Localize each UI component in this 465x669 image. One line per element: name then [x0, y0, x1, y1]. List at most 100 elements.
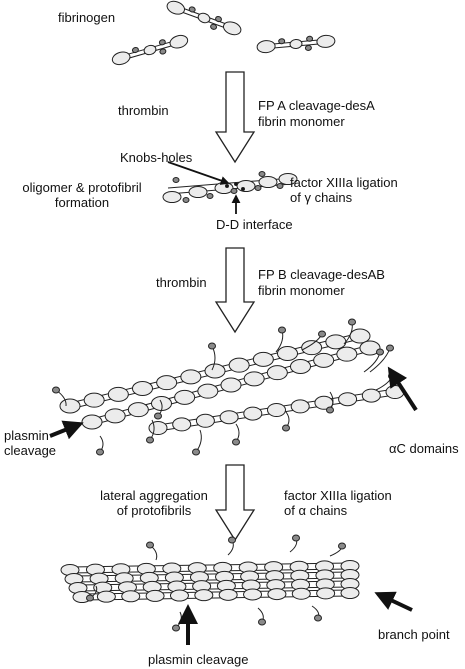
ac-domain	[131, 46, 139, 54]
nodule	[218, 588, 238, 601]
ac-domain	[86, 594, 94, 602]
label-thrombin-2: thrombin	[156, 275, 207, 290]
aggregated-fiber-bundle	[60, 534, 360, 632]
pointer-arrows	[49, 161, 418, 645]
nodule	[243, 406, 263, 421]
nodule	[195, 413, 215, 428]
ac-domain	[278, 326, 286, 334]
nodule	[188, 186, 208, 198]
nodule	[174, 389, 196, 405]
ac-domain	[314, 614, 322, 622]
ac-domain	[292, 534, 300, 542]
nodule	[361, 388, 381, 403]
label-fibrinogen: fibrinogen	[58, 10, 116, 25]
ac-domain	[208, 342, 216, 350]
nodule	[96, 590, 116, 603]
label-thrombin-1: thrombin	[118, 103, 169, 118]
label-oligomer-formation: oligomer & protofibril formation	[22, 180, 142, 210]
ac-domain	[232, 438, 240, 446]
nodule	[340, 587, 360, 599]
nodule	[132, 381, 153, 396]
label-branch-point: branch point	[378, 627, 450, 642]
ac-domain	[206, 193, 214, 199]
fibrinogen-molecule	[256, 34, 336, 54]
ac-domain	[228, 536, 236, 544]
d-domain	[316, 34, 336, 48]
ac-domain	[306, 35, 314, 42]
nodule	[180, 369, 202, 385]
fibrinogen-molecule	[166, 0, 242, 36]
ac-domain	[172, 177, 180, 183]
nodule	[325, 334, 347, 350]
label-ac-domains: αC domains	[389, 441, 459, 456]
nodule	[83, 392, 105, 408]
nodule	[359, 340, 381, 356]
label-plasmin-cleavage-2: plasmin cleavage	[148, 652, 249, 667]
nodule	[162, 191, 182, 203]
nodule	[219, 410, 239, 425]
arrow-step-1	[214, 71, 256, 164]
nodule	[336, 346, 358, 362]
knob-dot	[241, 187, 245, 191]
ac-domain	[52, 386, 60, 394]
e-domain	[289, 38, 303, 50]
nodule	[267, 403, 286, 417]
ac-domain	[278, 38, 286, 45]
nodule	[148, 421, 168, 435]
ac-domain	[215, 15, 222, 23]
d-domain	[166, 0, 186, 15]
nodule	[277, 346, 298, 361]
label-fpa-cleavage: FP A cleavage-desA	[258, 98, 375, 113]
ac-domain	[192, 448, 200, 456]
ac-domain	[304, 44, 312, 51]
nodule	[278, 173, 298, 185]
nodule	[258, 176, 278, 188]
nodule	[59, 398, 81, 414]
ac-domain	[282, 424, 290, 432]
nodule	[172, 417, 192, 432]
nodule	[145, 589, 165, 602]
nodule	[228, 357, 250, 373]
nodule	[220, 377, 242, 393]
ac-domain	[276, 183, 284, 189]
pointer-knobs-holes	[167, 161, 230, 185]
ac-domain	[376, 348, 384, 356]
ac-domain	[210, 23, 218, 30]
nodule	[127, 402, 149, 418]
nodule	[81, 414, 103, 430]
ac-domain	[254, 185, 262, 191]
label-dd-interface: D-D interface	[216, 217, 293, 232]
ac-domain	[386, 344, 394, 352]
nodule	[301, 340, 323, 356]
nodule	[290, 399, 310, 414]
d-domain	[256, 40, 276, 54]
e-domain	[143, 44, 157, 56]
ac-domain	[154, 412, 162, 420]
process-arrows	[214, 71, 256, 542]
nodule	[194, 589, 214, 602]
knob-dot	[225, 184, 229, 188]
label-factor-xiiia-gamma: factor XIIIa ligation of γ chains	[290, 175, 398, 205]
nodule	[236, 180, 256, 192]
nodule	[316, 587, 336, 600]
ac-domain	[258, 618, 266, 626]
nodule	[156, 375, 178, 391]
ac-domain	[182, 197, 190, 203]
ac-domain	[146, 436, 154, 444]
pointer-ac-domains	[387, 366, 418, 412]
e-domain	[197, 12, 211, 24]
ac-domain	[258, 171, 266, 177]
ac-domain	[338, 542, 346, 550]
nodule	[267, 588, 287, 601]
oligomer-protofibril	[162, 171, 298, 203]
nodule	[243, 588, 263, 601]
nodule	[121, 590, 141, 603]
pointer-branch-point	[374, 591, 413, 612]
label-fpb-cleavage: FP B cleavage-desAB	[258, 267, 385, 282]
nodule	[204, 363, 226, 379]
arrow-step-2	[214, 247, 256, 334]
arrow-step-3	[214, 464, 256, 542]
label-plasmin-cleavage-1: plasmin cleavage	[4, 428, 57, 458]
